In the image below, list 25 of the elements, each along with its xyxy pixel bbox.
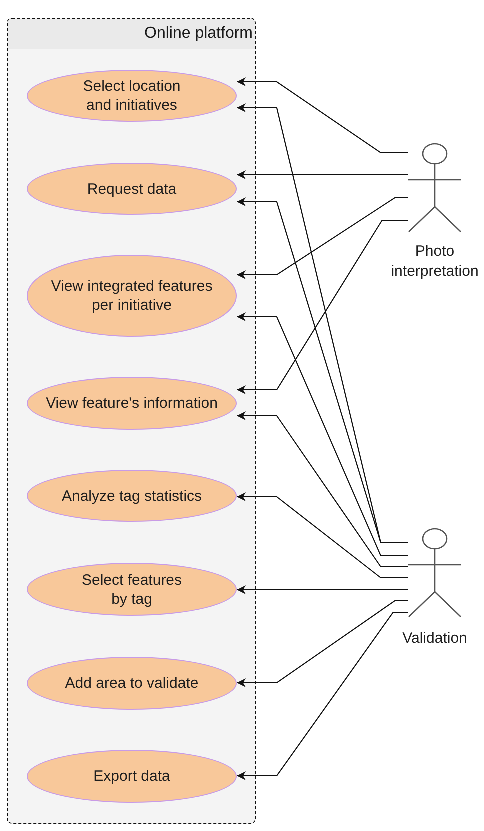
arrow	[237, 220, 408, 394]
system-boundary	[7, 18, 256, 824]
arrow	[237, 600, 408, 688]
use-case-label: View integrated features per initiative	[50, 277, 214, 315]
arrow	[237, 492, 408, 579]
arrow	[237, 312, 408, 557]
use-case-label: Request data	[87, 180, 177, 198]
use-case-label: View feature's information	[46, 394, 218, 413]
stick-figure-icon	[408, 143, 462, 233]
arrow	[237, 78, 408, 154]
use-case-label: Add area to validate	[65, 674, 199, 693]
actor-name: Validation	[402, 629, 468, 649]
arrow	[237, 586, 408, 594]
stick-figure-icon	[408, 528, 462, 618]
arrow	[237, 612, 408, 780]
arrow	[237, 198, 408, 544]
boundary-title: Online platform	[144, 25, 253, 43]
actor-name: Photo interpretation	[391, 242, 479, 282]
arrow	[237, 170, 408, 180]
arrow	[237, 412, 408, 568]
arrow	[237, 197, 408, 280]
use-case-label: Select features by tag	[80, 570, 184, 608]
use-case-label: Export data	[94, 767, 170, 786]
use-case-label: Select location and initiatives	[82, 77, 182, 115]
use-case-label: Analyze tag statistics	[62, 486, 202, 506]
